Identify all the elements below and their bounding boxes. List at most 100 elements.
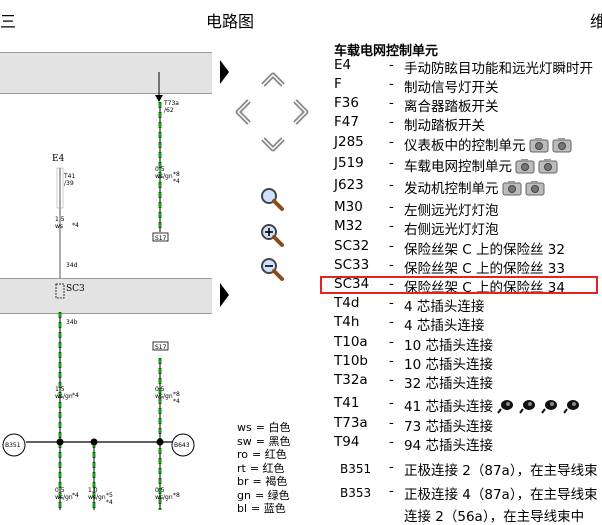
label-e4: E4: [52, 154, 65, 164]
label-wire-3-star: *4: [72, 392, 79, 399]
colour-name: = 褐色: [252, 475, 288, 488]
legend-code: J285: [334, 134, 364, 150]
legend-dash: -: [389, 218, 394, 234]
label-wire-5: 0.5 ws/gn: [55, 487, 73, 501]
colour-key-row: bl= 蓝色: [237, 503, 286, 515]
legend-description: 正极连接 4（87a），在主导线束: [404, 487, 598, 503]
legend-title: 车载电网控制单元: [334, 44, 439, 59]
legend-dash: -: [389, 434, 394, 450]
label-wire-2: 0.5 ws/gn: [155, 166, 173, 180]
fuse-label-mid: S17: [155, 344, 167, 351]
legend-dash: -: [389, 155, 394, 171]
circuit-diagram: T73a /62 E4 T41 /39 1.5 ws *4 0.5 ws/gn …: [0, 40, 232, 517]
legend-code: T94: [334, 434, 360, 450]
pan-up-arrow-icon[interactable]: [260, 70, 286, 88]
legend-description: 10 芯插头连接: [404, 338, 493, 354]
colour-code: br: [237, 475, 249, 488]
colour-key-row: sw= 黑色: [237, 434, 291, 448]
legend-dash: -: [389, 395, 394, 411]
label-b351: B351: [5, 442, 21, 449]
legend-description: 手动防眩目功能和远光灯瞬时开: [404, 61, 593, 77]
legend-code: B351: [340, 462, 372, 476]
colour-name: = 黑色: [255, 434, 291, 448]
label-wire-4-star: *8 *4: [173, 391, 180, 405]
diagram-band-top: [0, 52, 212, 94]
camera-icon[interactable]: [515, 158, 535, 174]
camera-icon[interactable]: [529, 137, 549, 153]
header-left-fragment: 三: [0, 12, 17, 31]
legend-dash: -: [389, 372, 394, 388]
label-wire-4: 0.5 ws/gn: [155, 386, 173, 400]
legend-description: 保险丝架 C 上的保险丝 33: [404, 261, 565, 277]
connector-plug-icon[interactable]: [541, 398, 559, 414]
label-t41: T41 /39: [64, 173, 76, 187]
legend-code: T10a: [334, 334, 368, 350]
camera-icon[interactable]: [538, 158, 558, 174]
legend-description: 73 芯插头连接: [404, 419, 493, 435]
colour-code: sw: [237, 434, 252, 448]
legend-description: 右侧远光灯灯泡: [404, 222, 499, 238]
page-title: 电路图: [206, 12, 255, 31]
legend-dash: -: [389, 95, 394, 111]
connector-plug-icon[interactable]: [563, 398, 581, 414]
label-b643: B643: [174, 442, 190, 449]
colour-code: ro: [237, 448, 249, 461]
zoom-in-icon[interactable]: [258, 222, 286, 248]
pan-right-arrow-icon[interactable]: [291, 98, 311, 126]
camera-icon[interactable]: [525, 180, 545, 196]
connector-plug-icon[interactable]: [519, 398, 537, 414]
legend-description: 连接 2（56a），在主导线束中: [404, 509, 585, 525]
label-wire-3: 1.5 ws/gn: [55, 386, 73, 400]
legend-code: T4d: [334, 295, 360, 311]
colour-key-row: gn= 绿色: [237, 489, 290, 502]
label-wire-6: 1.0 ws/gn: [88, 487, 106, 501]
colour-name: = 蓝色: [251, 502, 286, 515]
legend-description: 离合器踏板开关: [404, 99, 499, 115]
colour-code: ws: [237, 421, 252, 434]
legend-dash: -: [389, 57, 394, 73]
legend-dash: -: [389, 314, 394, 330]
legend-description: 10 芯插头连接: [404, 357, 493, 373]
band-expand-arrow[interactable]: [220, 283, 229, 307]
legend-code: SC32: [334, 238, 370, 254]
connector-plug-icon[interactable]: [497, 398, 515, 414]
label-t73a: T73a /62: [164, 100, 179, 114]
pan-down-arrow-icon[interactable]: [260, 136, 286, 154]
colour-key-row: rt= 红色: [237, 461, 285, 475]
pan-left-arrow-icon[interactable]: [233, 98, 253, 126]
legend-code: M32: [334, 218, 363, 234]
header-right-fragment: 维: [590, 12, 602, 31]
band-expand-arrow[interactable]: [220, 60, 229, 84]
zoom-out-icon[interactable]: [258, 256, 286, 282]
colour-name: = 红色: [252, 448, 287, 461]
colour-key-row: ws= 白色: [237, 422, 290, 434]
colour-key-row: br= 褐色: [237, 476, 287, 488]
legend-code: SC33: [334, 257, 370, 273]
selected-row-highlight: [320, 276, 598, 294]
camera-icon[interactable]: [502, 180, 522, 196]
legend-dash: -: [389, 177, 394, 193]
legend-dash: -: [389, 295, 394, 311]
legend-dash: -: [389, 415, 394, 431]
legend-description: 41 芯插头连接: [404, 395, 581, 415]
label-34b: 34b: [66, 319, 78, 326]
colour-code: bl: [237, 502, 248, 515]
legend-description: 车载电网控制单元: [404, 155, 558, 175]
legend-dash: -: [389, 353, 394, 369]
colour-name: = 白色: [255, 421, 291, 434]
colour-name: = 红色: [249, 461, 285, 475]
legend-dash: -: [389, 459, 394, 475]
legend-dash: -: [389, 134, 394, 150]
zoom-fit-icon[interactable]: [258, 186, 286, 212]
legend-dash: -: [389, 76, 394, 92]
label-wire-7: 0.5 ws/gn: [155, 487, 173, 501]
colour-code: rt: [237, 461, 246, 475]
legend-description: 仪表板中的控制单元: [404, 134, 572, 154]
legend-dash: -: [389, 483, 394, 499]
camera-icon[interactable]: [552, 137, 572, 153]
label-wire-5-star: *4: [72, 492, 79, 499]
legend-description: 正极连接 2（87a），在主导线束: [404, 463, 598, 479]
legend-code: J623: [334, 177, 364, 193]
legend-code: T10b: [334, 353, 368, 369]
legend-description: 制动信号灯开关: [404, 80, 499, 96]
